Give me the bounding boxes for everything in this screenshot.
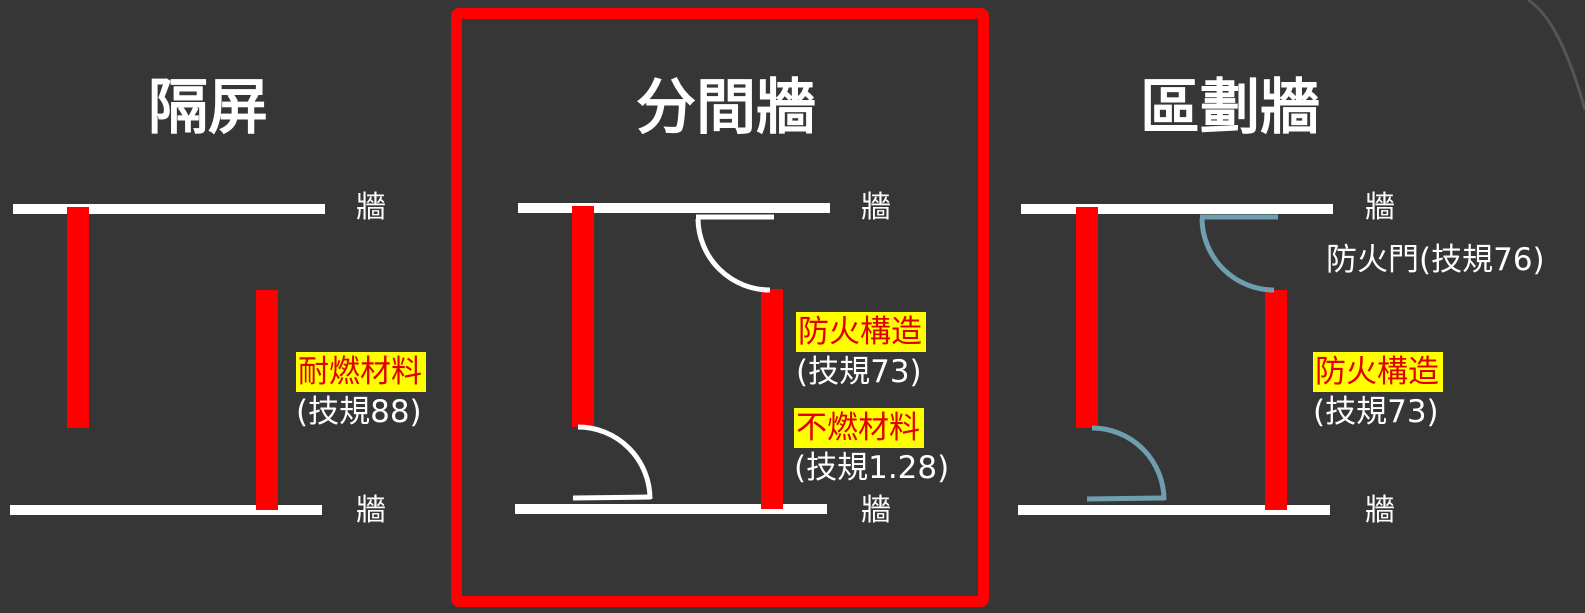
wall-top-line (1021, 204, 1333, 214)
wall-bottom-label: 牆 (1365, 493, 1395, 528)
structure-rule: (技規73) (796, 354, 922, 390)
fire-door-label: 防火門(技規76) (1326, 242, 1545, 278)
structure-highlight: 防火構造 (1313, 352, 1443, 392)
panel-title: 區劃牆 (1140, 73, 1320, 143)
wall-bottom-line (10, 505, 322, 515)
wall-top-label: 牆 (861, 190, 891, 225)
wall-bottom-line (1018, 505, 1330, 515)
wall-top-label: 牆 (1365, 190, 1395, 225)
material-note: 耐燃材料 (技規88) (296, 352, 426, 432)
structure-note: 防火構造 (技規73) (796, 312, 926, 392)
panel-title: 分間牆 (636, 73, 816, 143)
material-rule: (技規88) (296, 394, 422, 430)
material-highlight: 耐燃材料 (296, 352, 426, 392)
material-rule: (技規1.28) (794, 450, 950, 486)
partition-right (256, 290, 278, 510)
wall-top-line (518, 203, 830, 213)
material-highlight: 不燃材料 (794, 408, 924, 448)
partition-right (761, 289, 783, 509)
partition-right (1265, 290, 1287, 510)
structure-rule: (技規73) (1313, 394, 1439, 430)
wall-bottom-label: 牆 (356, 493, 386, 528)
selection-frame (451, 8, 989, 607)
structure-note: 防火構造 (技規73) (1313, 352, 1443, 432)
wall-top-line (13, 204, 325, 214)
structure-highlight: 防火構造 (796, 312, 926, 352)
wall-bottom-label: 牆 (861, 493, 891, 528)
wall-top-label: 牆 (356, 190, 386, 225)
wall-bottom-line (515, 504, 827, 514)
material-note: 不燃材料 (技規1.28) (794, 408, 949, 488)
partition-left (572, 206, 594, 427)
panel-title: 隔屏 (148, 73, 268, 143)
partition-left (67, 207, 89, 428)
partition-left (1076, 207, 1098, 428)
